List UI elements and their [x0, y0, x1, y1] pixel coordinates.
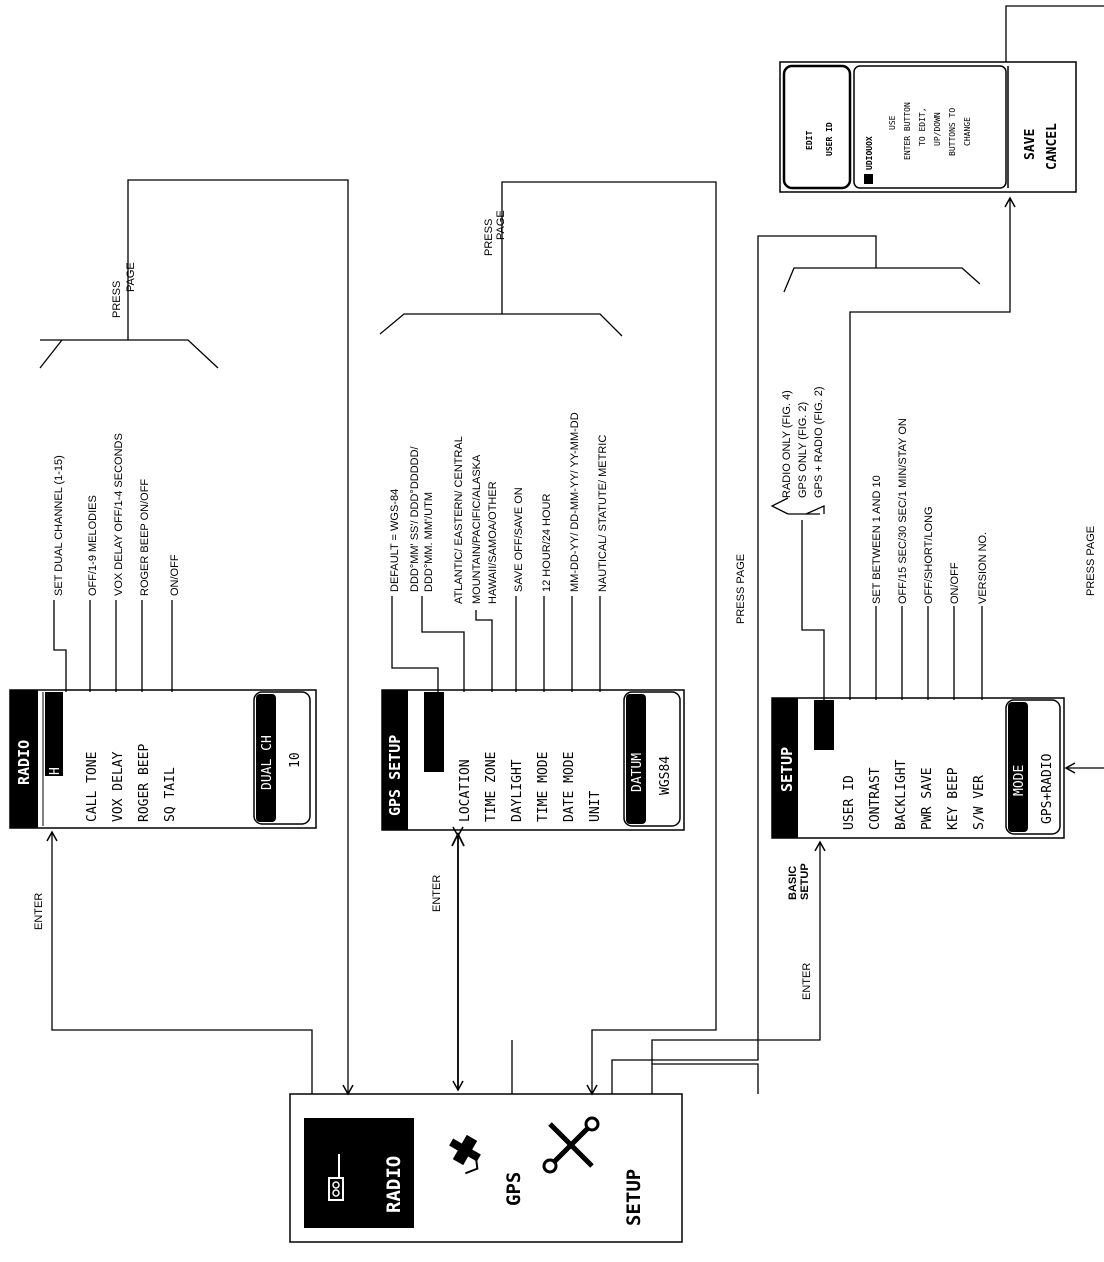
- radio-note-roger-beep: ROGER BEEP ON/OFF: [139, 479, 151, 596]
- gps-note-location-2: DDD°MM. MM'/UTM: [423, 492, 435, 592]
- gps-enter-label: ENTER: [431, 875, 443, 912]
- radio-item-dual-ch[interactable]: DUAL CH: [48, 767, 63, 822]
- radio-notes: PRESS PAGE SET DUAL CHANNEL (1-15) OFF/1…: [39, 179, 354, 1096]
- basic-setup-screen: SETUP MODE USER ID CONTRAST BACKLIGHT PW…: [771, 697, 1065, 839]
- gps-screen-title: GPS SETUP: [386, 735, 404, 816]
- setup-menu-icon[interactable]: SETUP: [542, 1116, 645, 1226]
- radio-note-vox-delay: VOX DELAY OFF/1-4 SECONDS: [113, 433, 125, 596]
- setup-footer-value: GPS+RADIO: [1040, 753, 1055, 824]
- setup-note-key-beep: ON/OFF: [949, 562, 961, 604]
- radio-item-sq-tail[interactable]: SQ TAIL: [163, 767, 178, 822]
- gps-item-time-zone[interactable]: TIME ZONE: [484, 752, 499, 822]
- setup-press-page-right: PRESS PAGE: [1085, 526, 1097, 596]
- gps-note-zone-1: ATLANTIC/ EASTERN/ CENTRAL: [453, 436, 465, 604]
- gps-notes: PRESS PAGE DEFAULT = WGS-84 DDD°MM' SS'/…: [379, 181, 717, 1096]
- gps-page-label: PAGE: [495, 210, 507, 240]
- gps-footer-value: WGS84: [658, 756, 673, 795]
- edit-user-id-screen: EDIT USER ID UDIOUOX USE ENTER BUTTON TO…: [779, 5, 1104, 193]
- user-id-save-button[interactable]: SAVE: [1023, 129, 1038, 160]
- setup-item-sw-ver[interactable]: S/W VER: [972, 775, 987, 830]
- setup-note-mode-3: GPS + RADIO (FIG. 2): [813, 386, 825, 498]
- radio-menu-icon[interactable]: RADIO: [328, 1154, 405, 1213]
- radio-footer-title: DUAL CH: [260, 735, 275, 790]
- setup-note-contrast: SET BETWEEN 1 AND 10: [871, 475, 883, 604]
- user-id-help-3: TO EDIT,: [918, 107, 927, 146]
- setup-note-mode-1: RADIO ONLY (FIG. 4): [781, 390, 793, 498]
- setup-note-sw-ver: VERSION NO.: [977, 532, 989, 604]
- setup-menu-items: MODE USER ID CONTRAST BACKLIGHT PWR SAVE…: [818, 759, 987, 830]
- radio-press-label: PRESS: [111, 281, 123, 318]
- gps-setup-screen: GPS SETUP DATUMS LOCATION TIME ZONE DAYL…: [381, 689, 685, 831]
- user-id-help-5: BUTTONS TO: [948, 108, 957, 156]
- gps-item-location[interactable]: LOCATION: [458, 759, 473, 822]
- setup-press-page-left: PRESS PAGE: [735, 554, 747, 624]
- setup-item-contrast[interactable]: CONTRAST: [868, 767, 883, 830]
- gps-item-datums[interactable]: DATUMS: [428, 775, 443, 822]
- radio-note-dual-channel: SET DUAL CHANNEL (1-15): [53, 455, 65, 596]
- gps-note-location-1: DDD°MM' SS'/ DDD°DDDDD/: [409, 445, 421, 592]
- setup-item-backlight[interactable]: BACKLIGHT: [894, 759, 909, 830]
- basic-setup-label: SETUP: [799, 863, 811, 900]
- radio-menu-items: DUAL CH CALL TONE VOX DELAY ROGER BEEP S…: [48, 744, 178, 822]
- setup-item-user-id[interactable]: USER ID: [842, 775, 857, 830]
- setup-item-pwr-save[interactable]: PWR SAVE: [920, 767, 935, 830]
- gps-note-unit: NAUTICAL/ STATUTE/ METRIC: [597, 435, 609, 592]
- setup-note-backlight: OFF/15 SEC/30 SEC/1 MIN/STAY ON: [897, 418, 909, 604]
- gps-note-time-mode: 12 HOUR/24 HOUR: [541, 494, 553, 592]
- user-id-help-4: UP/DOWN: [933, 112, 942, 146]
- radio-note-sq-tail: ON/OFF: [169, 554, 181, 596]
- gps-item-daylight[interactable]: DAYLIGHT: [510, 759, 525, 822]
- gps-item-unit[interactable]: UNIT: [588, 791, 603, 822]
- radio-item-vox-delay[interactable]: VOX DELAY: [111, 751, 126, 822]
- setup-item-mode[interactable]: MODE: [818, 799, 833, 830]
- gps-note-datum: DEFAULT = WGS-84: [389, 489, 401, 592]
- setup-notes: ENTER BASIC SETUP PRESS PAGE RADIO ONLY …: [611, 196, 1104, 1094]
- setup-item-key-beep[interactable]: KEY BEEP: [946, 767, 961, 830]
- gps-menu-items: DATUMS LOCATION TIME ZONE DAYLIGHT TIME …: [428, 752, 603, 822]
- radio-item-call-tone[interactable]: CALL TONE: [85, 752, 100, 822]
- radio-enter-label: ENTER: [33, 893, 45, 930]
- radio-page-label: PAGE: [125, 262, 137, 292]
- gps-item-time-mode[interactable]: TIME MODE: [536, 752, 551, 822]
- gps-note-date-mode: MM-DD-YY/ DD-MM-YY/ YY-MM-DD: [569, 412, 581, 592]
- setup-screen-title: SETUP: [778, 747, 796, 792]
- radio-footer-value: 10: [288, 752, 303, 768]
- setup-footer-title: MODE: [1012, 765, 1027, 796]
- radio-note-call-tone: OFF/1-9 MELODIES: [87, 495, 99, 596]
- gps-note-daylight: SAVE OFF/SAVE ON: [513, 487, 525, 592]
- gps-footer-title: DATUM: [630, 753, 645, 792]
- gps-press-label: PRESS: [483, 219, 495, 256]
- setup-note-mode-2: GPS ONLY (FIG. 2): [797, 402, 809, 498]
- radio-item-roger-beep[interactable]: ROGER BEEP: [137, 744, 152, 822]
- user-id-value[interactable]: UDIOUOX: [865, 136, 874, 170]
- user-id-help-6: CHANGE: [963, 117, 972, 146]
- user-id-title-1: EDIT: [805, 131, 814, 150]
- gps-menu-icon[interactable]: GPS: [441, 1130, 525, 1206]
- user-id-help-2: ENTER BUTTON: [903, 102, 912, 160]
- gps-menu-label: GPS: [503, 1172, 525, 1206]
- setup-menu-label: SETUP: [623, 1169, 645, 1226]
- gps-note-zone-2: MOUNTAIN/PACIFIC/ALASKA: [471, 454, 483, 604]
- setup-enter-label: ENTER: [801, 963, 813, 1000]
- radio-screen-title: RADIO: [15, 740, 33, 785]
- user-id-cancel-button[interactable]: CANCEL: [1045, 123, 1060, 170]
- gps-item-date-mode[interactable]: DATE MODE: [562, 752, 577, 822]
- user-id-help-1: USE: [888, 115, 897, 130]
- radio-screen: RADIO DUAL CH CALL TONE VOX DELAY ROGER …: [9, 689, 317, 829]
- gps-note-zone-3: HAWAII/SAMOA/OTHER: [487, 481, 499, 604]
- setup-note-pwr-save: OFF/SHORT/LONG: [923, 506, 935, 604]
- user-id-title-2: USER ID: [825, 122, 834, 156]
- radio-menu-label: RADIO: [383, 1156, 405, 1213]
- basic-label: BASIC: [787, 866, 799, 900]
- main-menu-screen: RADIO GPS SETUP: [289, 1093, 683, 1243]
